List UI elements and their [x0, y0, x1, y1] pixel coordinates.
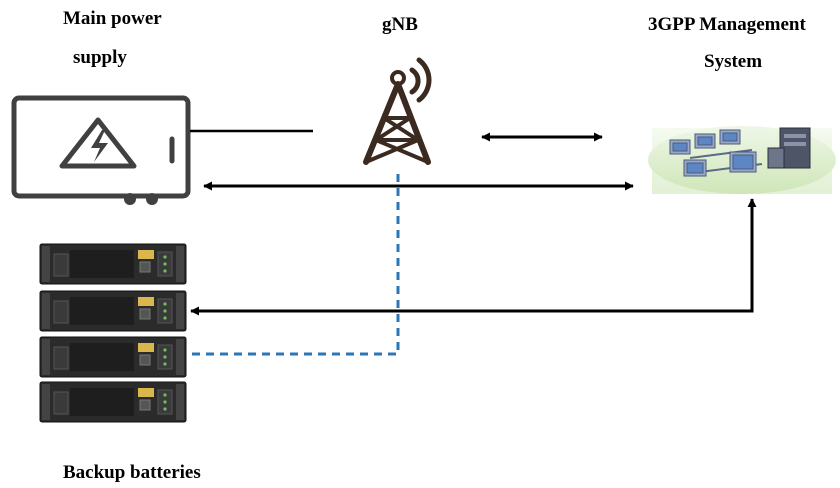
- battery-unit-icon: [39, 336, 187, 378]
- mgmt-label-line1: 3GPP Management: [648, 14, 806, 35]
- power-supply-icon: [11, 95, 191, 205]
- battery-unit-icon: [39, 243, 187, 285]
- mgmt-battery-arrow: [190, 198, 757, 316]
- battery-unit-icon: [39, 290, 187, 332]
- battery-unit-icon: [39, 381, 187, 423]
- gnb-tower-icon: [363, 57, 432, 165]
- mgmt-label-line2: System: [704, 51, 763, 72]
- backup-batteries-label: Backup batteries: [63, 462, 201, 483]
- backup-batteries-stack: [39, 243, 187, 423]
- main-power-label-line2: supply: [73, 47, 127, 68]
- network-computers-icon: [648, 126, 836, 194]
- gnb-label: gNB: [382, 14, 418, 35]
- main-power-label-line1: Main power: [63, 8, 162, 29]
- gnb-battery-dashed-link: [190, 174, 400, 356]
